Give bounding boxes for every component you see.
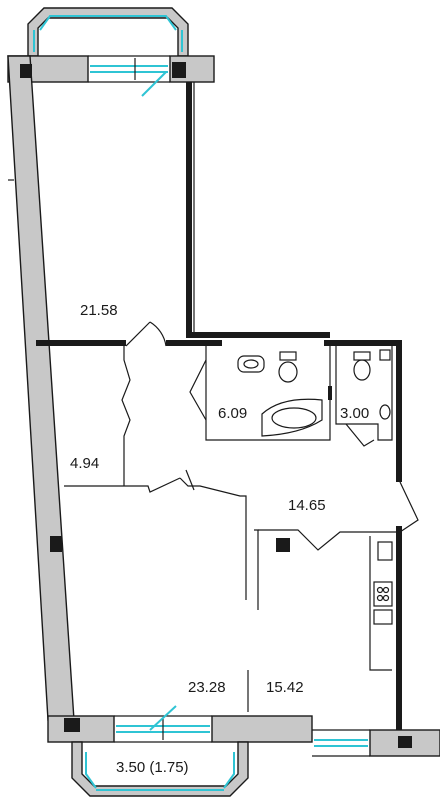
hall-partition bbox=[247, 529, 396, 712]
top-balcony bbox=[27, 7, 189, 57]
area-label-wardrobe: 4.94 bbox=[70, 455, 99, 472]
kitchen-counter bbox=[369, 536, 393, 671]
area-label-kitchen: 15.42 bbox=[266, 679, 304, 696]
top-exterior-wall bbox=[7, 55, 215, 97]
bottom-balcony bbox=[71, 741, 249, 797]
wc bbox=[335, 346, 393, 447]
area-label-room-bottom: 23.28 bbox=[188, 679, 226, 696]
bathroom bbox=[189, 346, 332, 441]
area-label-bathroom: 6.09 bbox=[218, 405, 247, 422]
area-label-room-top: 21.58 bbox=[80, 302, 118, 319]
upper-partition bbox=[36, 321, 400, 347]
area-label-balcony: 3.50 (1.75) bbox=[116, 759, 189, 776]
right-exterior-wall bbox=[396, 340, 419, 736]
top-room-right-wall bbox=[186, 82, 330, 338]
bottom-exterior-wall bbox=[47, 705, 440, 757]
area-label-wc: 3.00 bbox=[340, 405, 369, 422]
wardrobe bbox=[64, 346, 247, 600]
area-label-hall: 14.65 bbox=[288, 497, 326, 514]
left-exterior-wall bbox=[7, 55, 75, 721]
